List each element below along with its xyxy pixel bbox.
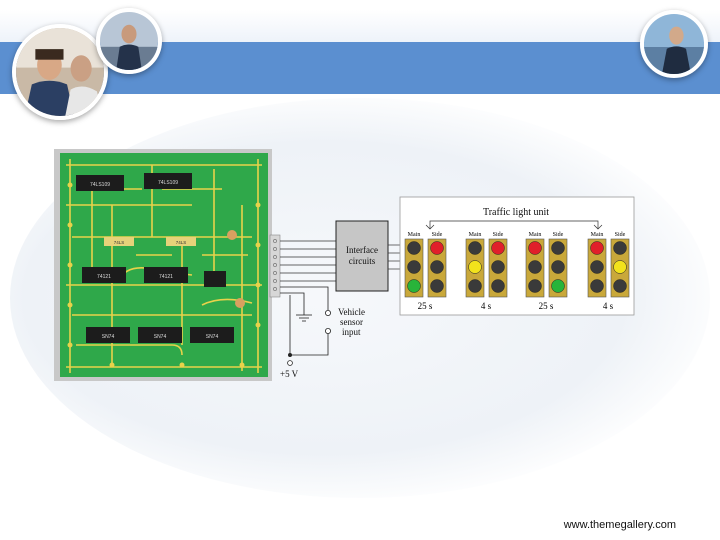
- traffic-light-states: Main Side 25 s Main Side 4 s Main Side 25 s Main S…: [404, 232, 630, 311]
- voltage-label: +5 V: [280, 369, 299, 379]
- main-red-lamp: [407, 241, 421, 255]
- chip-label: 74121: [159, 274, 173, 280]
- supply-terminal: [287, 360, 293, 366]
- interface-box: [335, 220, 389, 292]
- state-duration: 4 s: [481, 301, 492, 311]
- main-label: Main: [529, 232, 542, 238]
- traffic-control-figure: 74LS109 74LS109 74LS 74LS 74121 74121 SN…: [52, 145, 640, 385]
- side-label: Side: [553, 232, 564, 238]
- chip-mid-4: 74121: [144, 267, 188, 283]
- chip-mid-3: 74121: [82, 267, 126, 283]
- side-yellow-lamp: [551, 260, 565, 274]
- side-red-lamp: [491, 241, 505, 255]
- state-duration: 25 s: [418, 301, 433, 311]
- vehicle-label: sensor: [340, 317, 363, 327]
- footer-url: www.themegallery.com: [563, 519, 676, 531]
- side-label: Side: [615, 232, 626, 238]
- edge-connector: [269, 234, 281, 298]
- traffic-unit-bracket: [425, 220, 603, 230]
- board-pads: [67, 182, 261, 368]
- chip-mid-1: 74LS: [104, 237, 134, 246]
- chip-top-2: 74LS109: [144, 173, 192, 189]
- side-red-lamp: [551, 241, 565, 255]
- main-green-lamp: [407, 279, 421, 293]
- main-green-lamp: [590, 279, 604, 293]
- traffic-state-3: Main Side 25 s: [525, 232, 568, 311]
- chip-label: SN74: [154, 334, 167, 340]
- chip-label: SN74: [102, 334, 115, 340]
- side-green-lamp: [491, 279, 505, 293]
- chip-mid-2: 74LS: [166, 237, 196, 246]
- supply-node: [288, 353, 292, 357]
- vehicle-label: Vehicle: [338, 307, 365, 317]
- main-red-lamp: [528, 241, 542, 255]
- chip-bottom-3: SN74: [190, 327, 234, 343]
- figure-svg: 74LS109 74LS109 74LS 74LS 74121 74121 SN…: [54, 149, 635, 381]
- output-lines: [388, 244, 400, 270]
- side-yellow-lamp: [613, 260, 627, 274]
- traffic-unit-title: Traffic light unit: [483, 207, 549, 218]
- connector-pins: [273, 239, 277, 291]
- sensor-terminal: [324, 309, 331, 316]
- interface-label: circuits: [349, 256, 376, 266]
- main-red-lamp: [468, 241, 482, 255]
- side-label: Side: [493, 232, 504, 238]
- traffic-state-1: Main Side 25 s: [404, 232, 447, 311]
- chip-label: 74LS: [114, 240, 125, 245]
- chip-label: SN74: [206, 334, 219, 340]
- capacitor: [235, 298, 245, 308]
- chip-small: [204, 271, 226, 287]
- main-yellow-lamp: [407, 260, 421, 274]
- state-duration: 4 s: [603, 301, 614, 311]
- people-photo-top: [96, 8, 162, 74]
- main-yellow-lamp: [590, 260, 604, 274]
- people-photo-left: [12, 24, 108, 120]
- chip-label: 74LS109: [90, 182, 110, 188]
- capacitor: [227, 230, 237, 240]
- side-red-lamp: [613, 241, 627, 255]
- ground-wiring: [280, 286, 329, 356]
- chip-top-1: 74LS109: [76, 175, 124, 191]
- people-photo-right: [640, 10, 708, 78]
- state-duration: 25 s: [539, 301, 554, 311]
- sensor-terminal: [324, 327, 331, 334]
- main-green-lamp: [528, 279, 542, 293]
- interface-label: Interface: [346, 245, 378, 255]
- chip-bottom-1: SN74: [86, 327, 130, 343]
- traffic-state-2: Main Side 4 s: [465, 232, 508, 311]
- side-label: Side: [432, 232, 443, 238]
- side-green-lamp: [430, 279, 444, 293]
- vehicle-label: input: [342, 327, 361, 337]
- side-green-lamp: [551, 279, 565, 293]
- side-green-lamp: [613, 279, 627, 293]
- side-yellow-lamp: [491, 260, 505, 274]
- main-green-lamp: [468, 279, 482, 293]
- bus-lines: [280, 240, 336, 282]
- chip-label: 74121: [97, 274, 111, 280]
- main-label: Main: [408, 232, 421, 238]
- side-yellow-lamp: [430, 260, 444, 274]
- main-label: Main: [591, 232, 604, 238]
- main-yellow-lamp: [468, 260, 482, 274]
- chip-bottom-2: SN74: [138, 327, 182, 343]
- main-label: Main: [469, 232, 482, 238]
- main-red-lamp: [590, 241, 604, 255]
- chip-label: 74LS109: [158, 180, 178, 186]
- chip-label: 74LS: [176, 240, 187, 245]
- side-red-lamp: [430, 241, 444, 255]
- main-yellow-lamp: [528, 260, 542, 274]
- traffic-state-4: Main Side 4 s: [587, 232, 630, 311]
